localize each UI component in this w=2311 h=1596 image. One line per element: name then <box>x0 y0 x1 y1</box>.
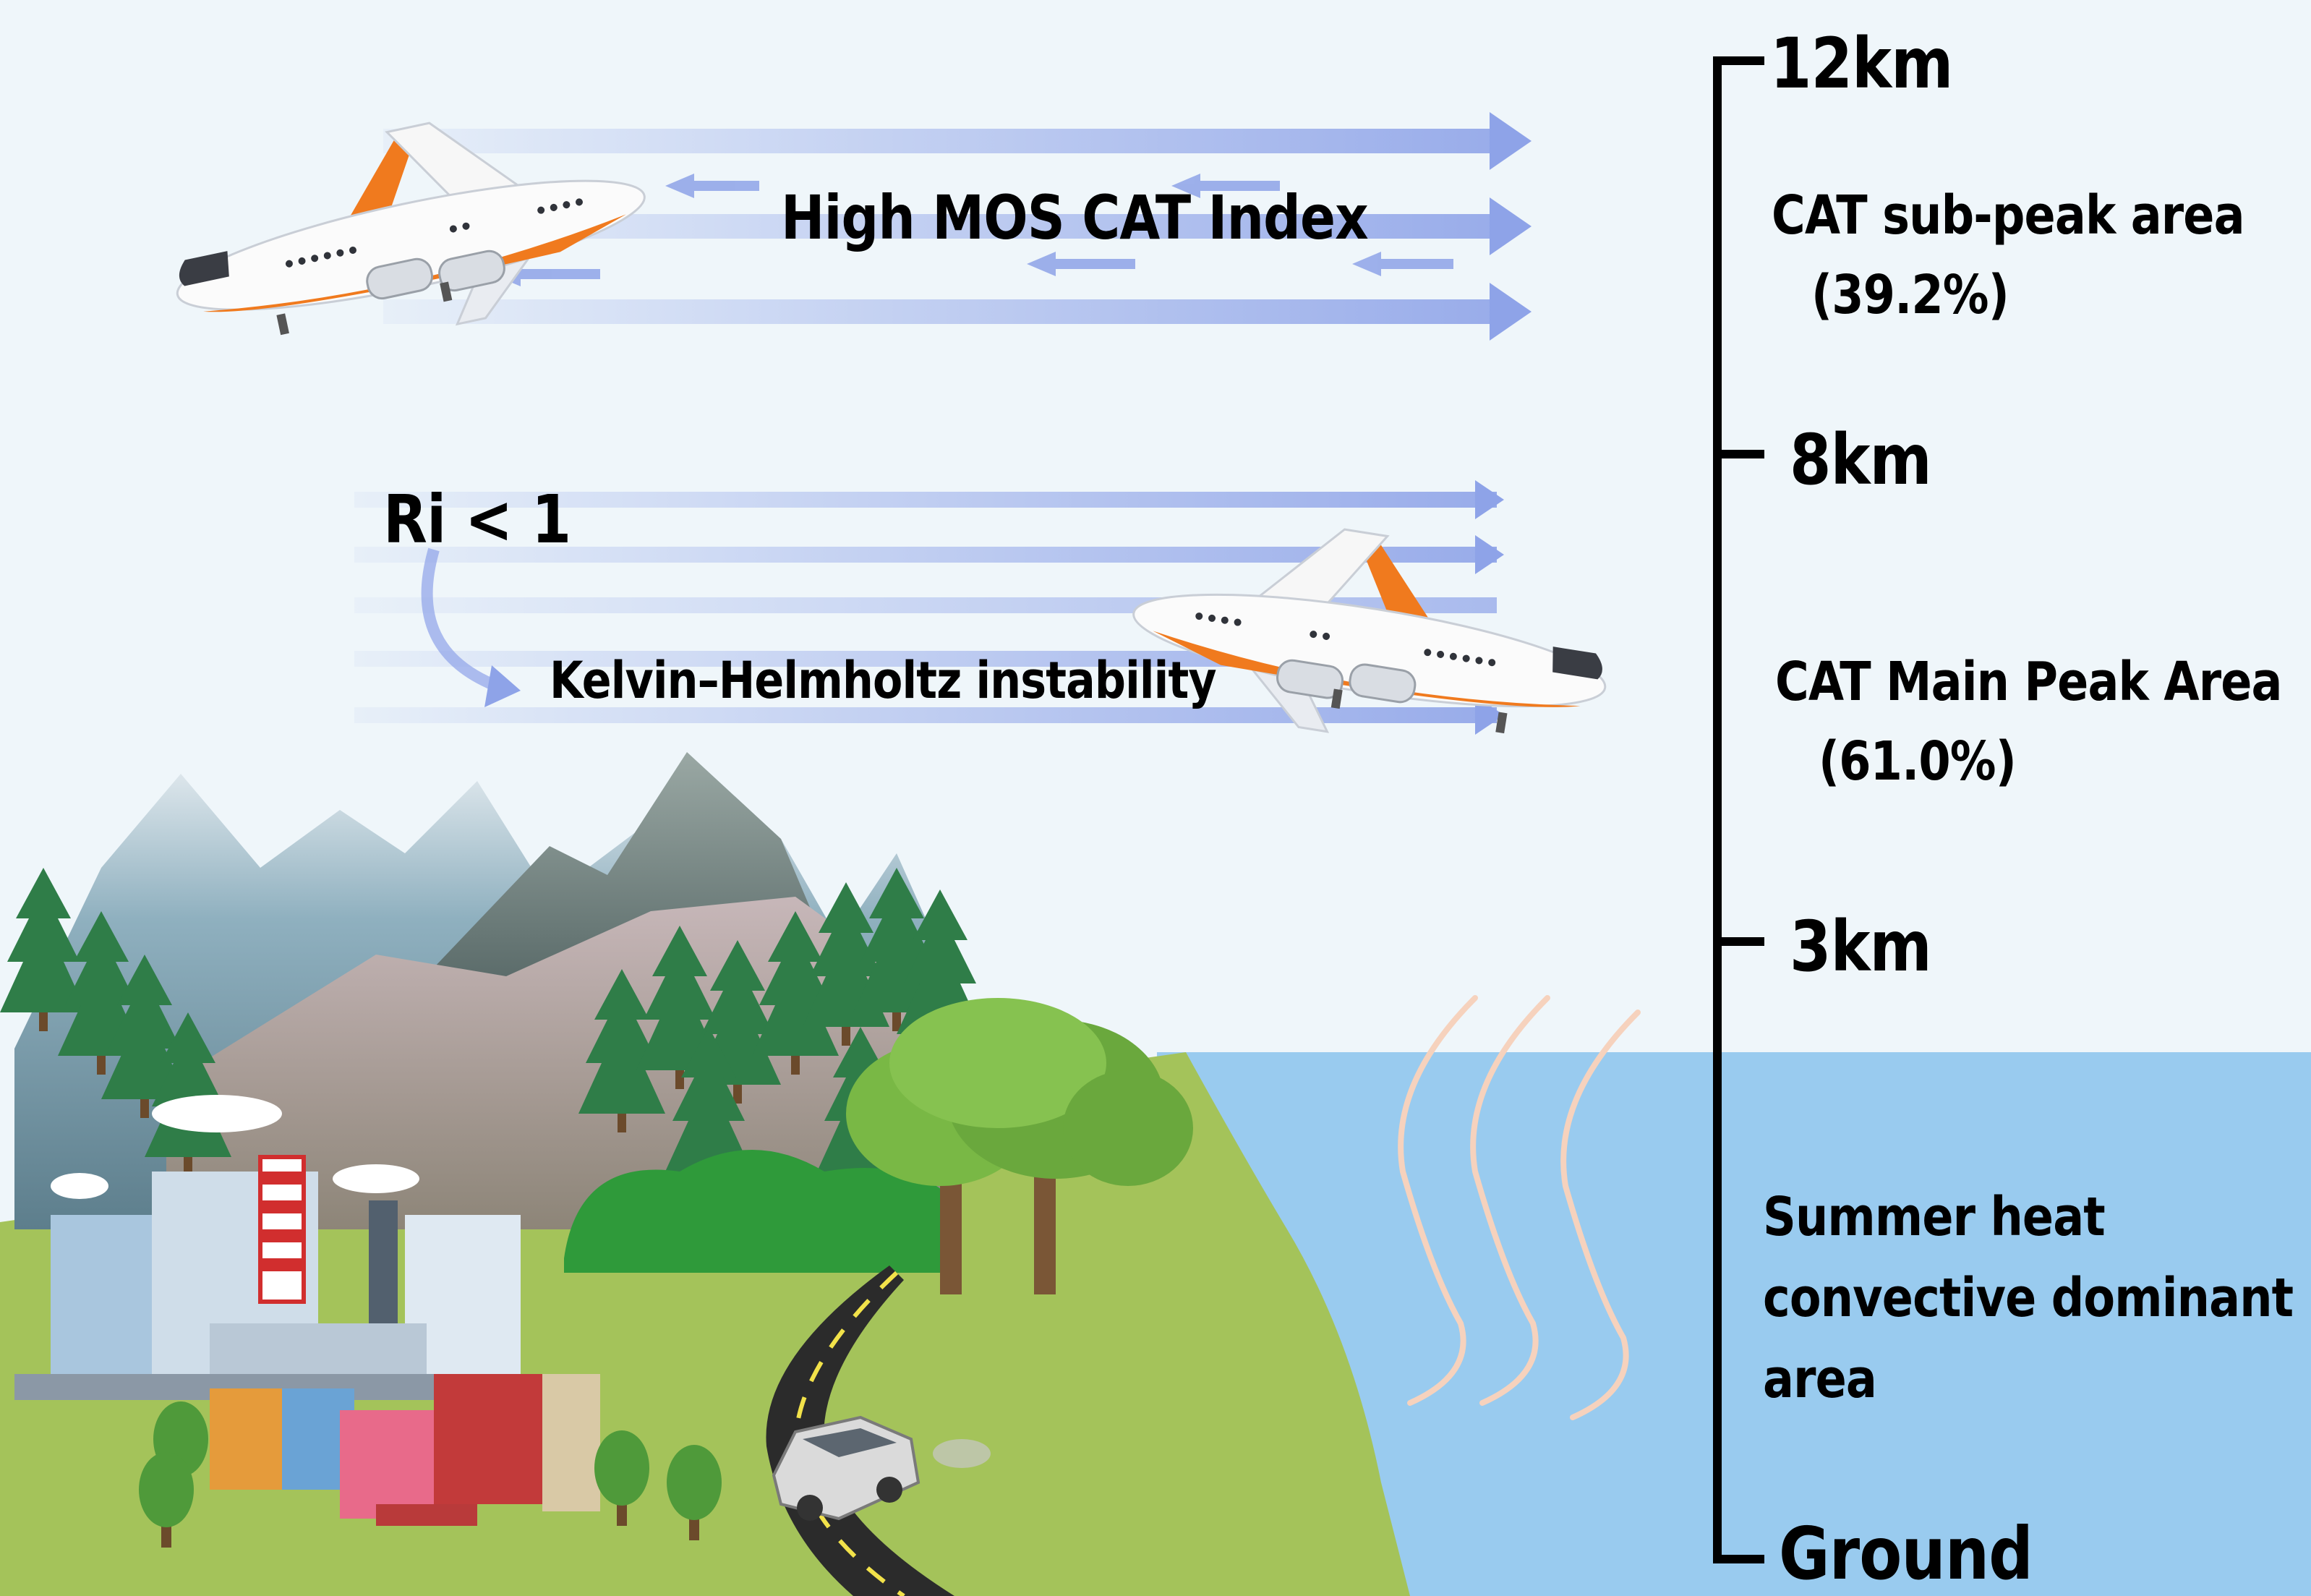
ground-label: Ground <box>1779 1511 2033 1596</box>
main-peak-percent: (61.0%) <box>1819 730 2017 793</box>
summer-heat-line3: area <box>1763 1348 1877 1410</box>
altitude-12km-label: 12km <box>1770 23 1953 104</box>
high-mos-cat-label: High MOS CAT Index <box>781 182 1369 253</box>
tree-icon <box>564 998 1193 1294</box>
main-peak-title: CAT Main Peak Area <box>1775 651 2282 713</box>
kelvin-helmholtz-label: Kelvin–Helmholtz instability <box>550 651 1217 710</box>
ri-label: Ri < 1 <box>383 481 571 558</box>
altitude-scale <box>1713 56 1764 1563</box>
heat-wave-icon <box>1398 995 1641 1420</box>
factory-icon <box>14 1095 600 1526</box>
altitude-8km-label: 8km <box>1790 419 1932 500</box>
summer-heat-line1: Summer heat <box>1763 1186 2106 1248</box>
sub-peak-title: CAT sub-peak area <box>1772 184 2245 247</box>
car-icon <box>772 1415 991 1521</box>
sub-peak-percent: (39.2%) <box>1811 264 2009 326</box>
summer-heat-line2: convective dominant <box>1763 1267 2294 1329</box>
altitude-3km-label: 3km <box>1790 906 1932 987</box>
